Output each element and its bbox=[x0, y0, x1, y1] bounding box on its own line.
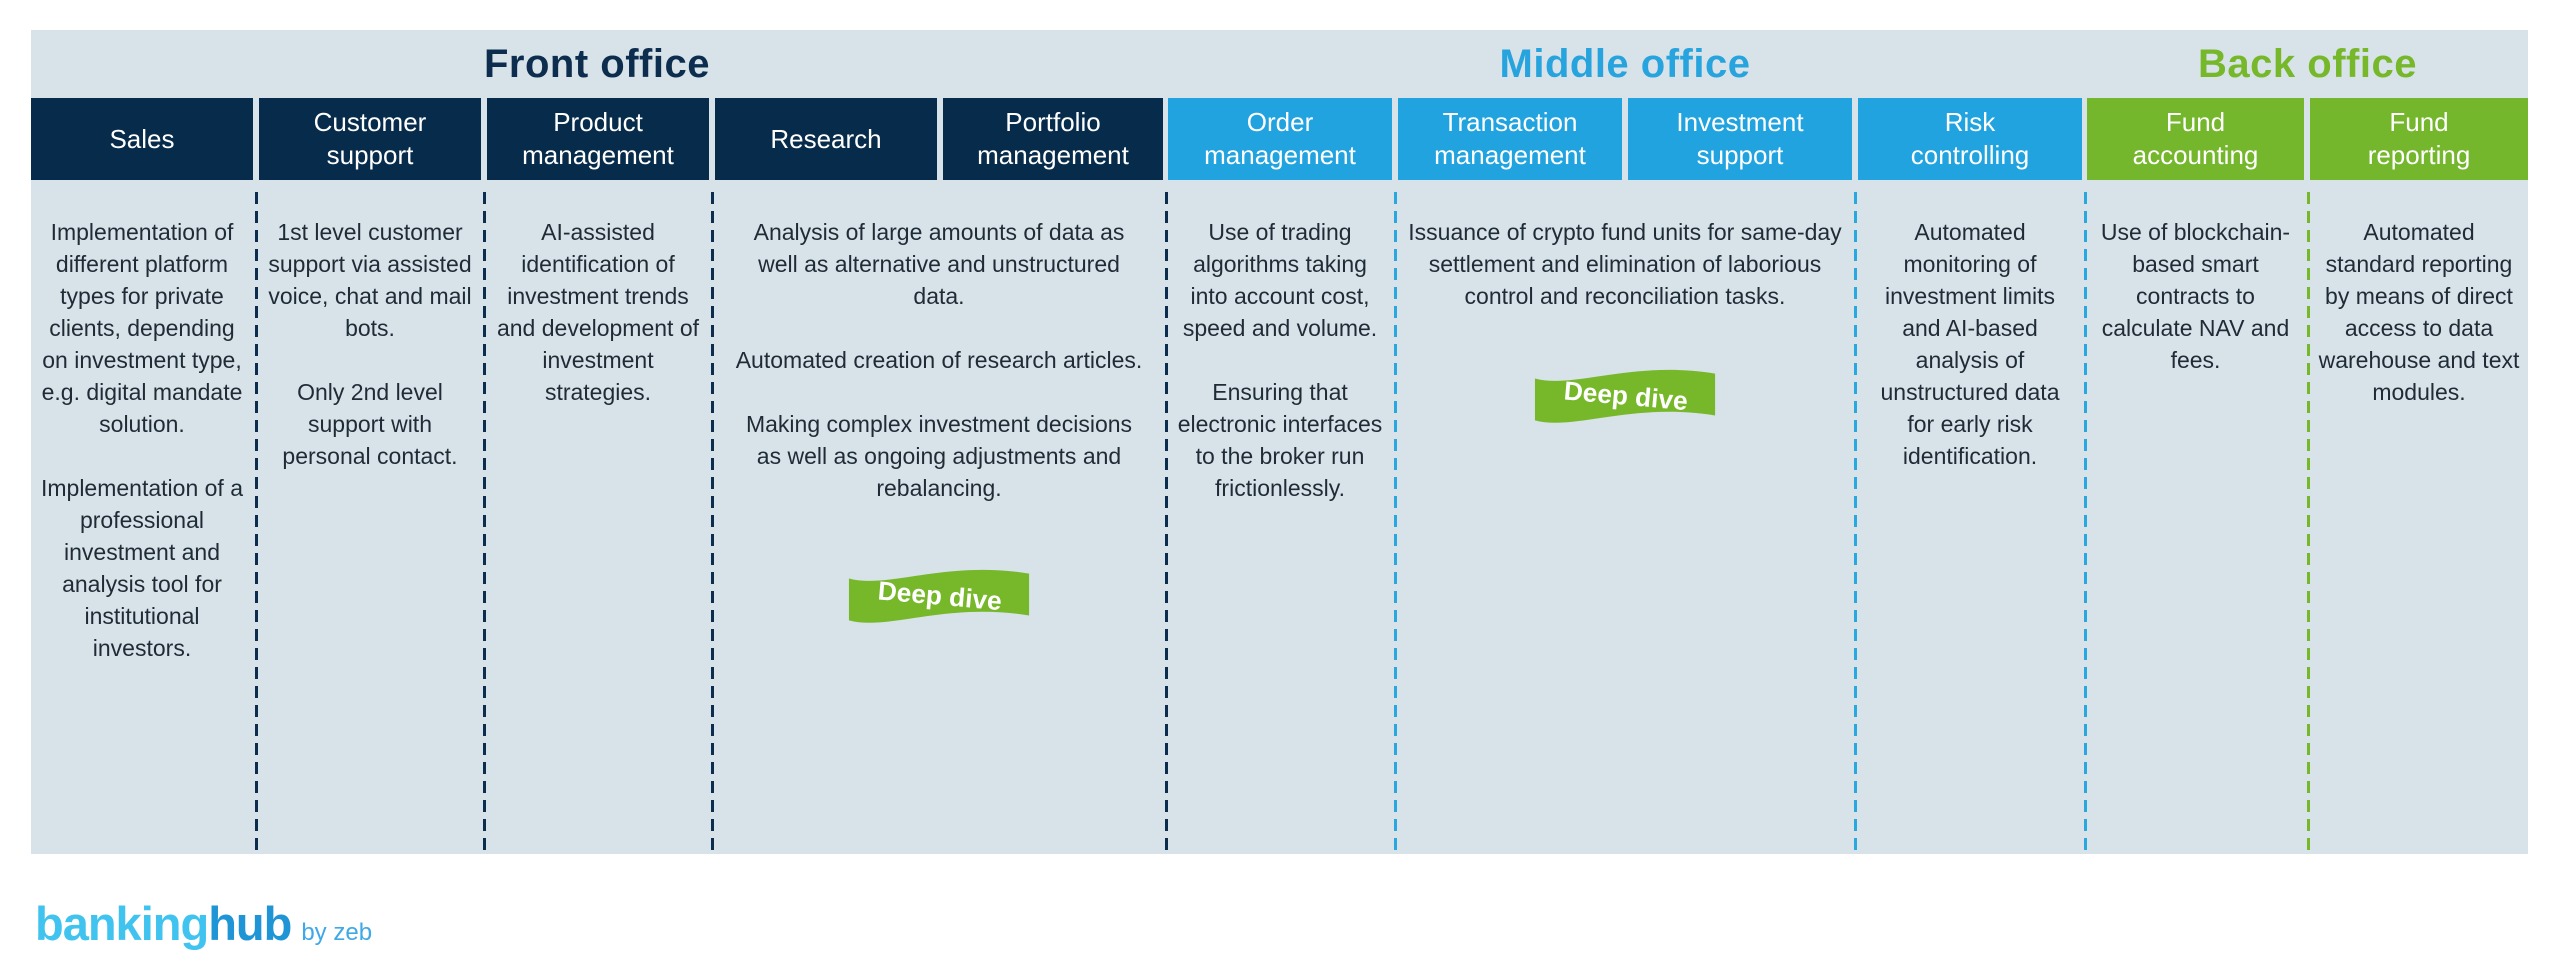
section-title-back-office: Back office bbox=[2198, 42, 2417, 86]
deep-dive-badge[interactable]: Deep dive bbox=[847, 562, 1032, 630]
column-header-fund-reporting: Fund reporting bbox=[2310, 98, 2528, 180]
office-functions-panel: Front office Middle office Back office S… bbox=[31, 30, 2528, 854]
paragraph: Automated creation of research articles. bbox=[735, 347, 1143, 373]
logo-word-banking: banking bbox=[35, 897, 209, 950]
column-header-investment-support: Investment support bbox=[1628, 98, 1852, 180]
paragraph: Analysis of large amounts of data as wel… bbox=[753, 219, 1125, 309]
column-divider bbox=[2307, 192, 2310, 852]
column-divider bbox=[1854, 192, 1857, 852]
paragraph: Use of trading algorithms taking into ac… bbox=[1182, 219, 1378, 341]
text-block-order-management: Use of trading algorithms taking into ac… bbox=[1168, 216, 1392, 504]
section-title-front-office: Front office bbox=[484, 42, 710, 86]
column-header-customer-support: Customer support bbox=[259, 98, 481, 180]
text-block-customer-support: 1st level customer support via assisted … bbox=[259, 216, 481, 472]
column-header-risk-controlling: Risk controlling bbox=[1858, 98, 2082, 180]
column-header-label: Research bbox=[770, 123, 882, 154]
column-divider bbox=[1165, 192, 1168, 852]
column-header-label: Sales bbox=[109, 123, 175, 154]
paragraph: Only 2nd level support with personal con… bbox=[282, 379, 458, 469]
column-divider bbox=[711, 192, 714, 852]
column-divider bbox=[2084, 192, 2087, 852]
paragraph: Use of blockchain-based smart contracts … bbox=[2100, 219, 2291, 373]
paragraph: AI-assisted identification of investment… bbox=[496, 219, 700, 405]
text-block-sales: Implementation of different platform typ… bbox=[31, 216, 253, 664]
column-divider bbox=[255, 192, 258, 852]
text-block-transaction-investment: Issuance of crypto fund units for same-d… bbox=[1398, 216, 1852, 430]
paragraph: Making complex investment decisions as w… bbox=[745, 411, 1133, 501]
column-divider bbox=[483, 192, 486, 852]
column-header-label: Customer support bbox=[313, 107, 427, 170]
text-block-fund-accounting: Use of blockchain-based smart contracts … bbox=[2087, 216, 2304, 376]
column-header-order-management: Order management bbox=[1168, 98, 1392, 180]
text-block-fund-reporting: Automated standard reporting by means of… bbox=[2310, 216, 2528, 408]
ribbon-flag-icon bbox=[848, 569, 1029, 623]
section-title-middle-office: Middle office bbox=[1499, 42, 1751, 86]
column-header-fund-accounting: Fund accounting bbox=[2087, 98, 2304, 180]
text-block-risk-controlling: Automated monitoring of investment limit… bbox=[1858, 216, 2082, 472]
column-header-label: Product management bbox=[522, 107, 674, 170]
column-header-label: Fund accounting bbox=[2132, 107, 2259, 170]
column-header-portfolio-management: Portfolio management bbox=[943, 98, 1163, 180]
column-header-label: Order management bbox=[1204, 107, 1356, 170]
deep-dive-badge[interactable]: Deep dive bbox=[1533, 362, 1718, 430]
text-block-product-management: AI-assisted identification of investment… bbox=[487, 216, 709, 408]
paragraph: Ensuring that electronic interfaces to t… bbox=[1177, 379, 1383, 501]
column-divider bbox=[1394, 192, 1397, 852]
column-header-research: Research bbox=[715, 98, 937, 180]
paragraph: Implementation of a professional investm… bbox=[40, 475, 243, 661]
column-header-label: Transaction management bbox=[1434, 107, 1586, 170]
paragraph: Automated standard reporting by means of… bbox=[2318, 219, 2520, 405]
ribbon-flag-icon bbox=[1534, 369, 1715, 423]
column-header-label: Risk controlling bbox=[1910, 107, 2030, 170]
column-header-label: Portfolio management bbox=[977, 107, 1129, 170]
logo-byline: by zeb bbox=[301, 919, 373, 946]
logo-word-hub: hub bbox=[208, 897, 292, 950]
column-header-label: Fund reporting bbox=[2367, 107, 2471, 170]
column-header-sales: Sales bbox=[31, 98, 253, 180]
paragraph: Implementation of different platform typ… bbox=[41, 219, 243, 437]
paragraph: Issuance of crypto fund units for same-d… bbox=[1408, 219, 1842, 309]
column-header-product-management: Product management bbox=[487, 98, 709, 180]
paragraph: Automated monitoring of investment limit… bbox=[1880, 219, 2060, 469]
text-block-research-portfolio: Analysis of large amounts of data as wel… bbox=[715, 216, 1163, 630]
column-header-transaction-management: Transaction management bbox=[1398, 98, 1622, 180]
paragraph: 1st level customer support via assisted … bbox=[268, 219, 472, 341]
column-header-label: Investment support bbox=[1676, 107, 1804, 170]
